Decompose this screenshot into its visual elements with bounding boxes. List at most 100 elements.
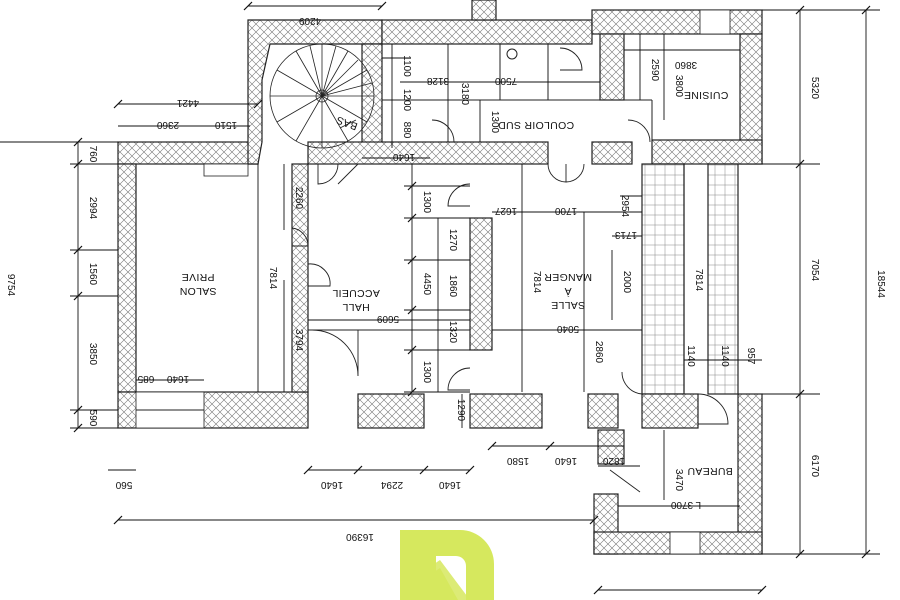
- dim-1290: 1290: [455, 399, 466, 422]
- dim-1320: 1320: [447, 321, 458, 344]
- dim-2260: 2260: [293, 187, 304, 210]
- wall-bureau-top: [597, 429, 625, 465]
- dim-4421: 4421: [176, 97, 199, 108]
- wall-salon-left: [117, 163, 137, 393]
- dim-4450: 4450: [421, 273, 432, 296]
- dim-4209: 4209: [298, 15, 321, 26]
- dim-560: 560: [115, 479, 132, 490]
- dim-1300b: 1300: [421, 191, 432, 214]
- dim-1580: 1580: [506, 455, 529, 466]
- room-label-hall-line2: ACCUEIL: [332, 287, 380, 299]
- window-bureau: [669, 531, 701, 555]
- dim-1270: 1270: [447, 229, 458, 252]
- room-label-couloir: COULOIR SUD: [498, 119, 574, 131]
- dim-3180: 3180: [459, 83, 470, 106]
- wall-kitchen-left: [599, 33, 625, 101]
- wall-salle-bottom: [587, 393, 619, 429]
- dim-2590: 2590: [649, 59, 660, 82]
- brand-logo-icon: [400, 530, 494, 600]
- dim-3800: 3800: [673, 75, 684, 98]
- dim-1640d: 1640: [320, 479, 343, 490]
- dim-6170: 6170: [809, 455, 820, 478]
- window-kitchen: [699, 9, 731, 35]
- wall-top-corridor: [381, 19, 593, 45]
- dim-7814c: 7814: [693, 269, 704, 292]
- dim-7814a: 7814: [267, 267, 278, 290]
- dim-1627: 1627: [494, 205, 517, 216]
- dim-760: 760: [87, 146, 98, 163]
- dim-1200: 1200: [401, 89, 412, 112]
- dim-2860: 2860: [593, 341, 604, 364]
- wall-salle-right: [641, 163, 685, 395]
- dim-16390: 16390: [346, 531, 374, 542]
- dim-9754: 9754: [5, 274, 16, 297]
- dim-7814b: 7814: [531, 271, 542, 294]
- dim-685: 685: [137, 373, 154, 384]
- doors: [291, 47, 729, 493]
- room-label-cuisine: CUISINE: [684, 89, 729, 101]
- dim-2954: 2954: [619, 195, 630, 218]
- dim-1560: 1560: [87, 263, 98, 286]
- dim-3470: 3470: [673, 469, 684, 492]
- dim-3850: 3850: [87, 343, 98, 366]
- dim-1820: 1820: [602, 455, 625, 466]
- wall-hall-bottom: [357, 393, 425, 429]
- dim-3128: 3128: [426, 75, 449, 86]
- dim-2360: 2360: [156, 119, 179, 130]
- dim-18544: 18544: [875, 270, 886, 298]
- walls: [117, 0, 763, 555]
- dimension-lines: [0, 5, 880, 591]
- room-label-salle-line3: MANGER: [544, 271, 592, 283]
- room-label-salon-line2: PRIVE: [181, 271, 214, 283]
- wall-couloir-bottom: [307, 141, 549, 165]
- room-label-salle-line1: SALLE: [551, 299, 585, 311]
- room-label-salon-line1: SALON: [179, 285, 216, 297]
- dim-1640c: 1640: [554, 455, 577, 466]
- room-label-hall-line1: HALL: [342, 301, 369, 313]
- dim-1140a: 1140: [685, 345, 696, 367]
- dim-3794: 3794: [293, 329, 304, 352]
- dim-1640e: 1640: [438, 479, 461, 490]
- wall-couloir-bottom-2: [591, 141, 633, 165]
- spiral-stair: [269, 43, 375, 149]
- wall-hall-bottom-2: [469, 393, 543, 429]
- dim-7500: 7500: [494, 75, 517, 86]
- wall-salon-right: [291, 163, 309, 393]
- room-label-salle-line2: À: [564, 285, 571, 298]
- dim-1140b: 1140: [719, 345, 730, 367]
- wall-salon-top: [117, 141, 259, 165]
- dim-1640b: 1640: [166, 373, 189, 384]
- dim-880: 880: [401, 122, 412, 139]
- dim-5040: 5040: [556, 323, 579, 334]
- dim-2000: 2000: [621, 271, 632, 294]
- wall-kitchen-bottom: [651, 139, 763, 165]
- dim-590: 590: [87, 410, 98, 427]
- dim-3860: 3860: [674, 59, 697, 70]
- dimension-ticks: [73, 1, 871, 595]
- dim-1640a: 1640: [392, 151, 415, 162]
- dim-1860: 1860: [447, 275, 458, 298]
- room-label-bureau: BUREAU: [687, 465, 733, 477]
- dim-1510: 1510: [214, 119, 237, 130]
- dim-1300a: 1300: [489, 111, 500, 134]
- dim-L3700: L 3700: [670, 499, 701, 510]
- dim-2294: 2294: [380, 479, 403, 490]
- wall-salle-bottom-2: [641, 393, 699, 429]
- dim-7054: 7054: [809, 259, 820, 282]
- dim-1713: 1713: [614, 229, 637, 240]
- room-labels: SALON PRIVE HALL ACCUEIL SALLE À MANGER …: [179, 89, 732, 477]
- wall-kitchen-top: [591, 9, 763, 35]
- window-salon-top: [203, 163, 249, 177]
- dim-2994: 2994: [87, 197, 98, 220]
- wall-north-stub: [471, 0, 497, 21]
- dim-5320: 5320: [809, 77, 820, 100]
- dim-957: 957: [745, 348, 756, 365]
- dim-1100: 1100: [401, 55, 412, 77]
- stair-label-bas: BAS: [335, 113, 360, 132]
- dim-1300c: 1300: [421, 361, 432, 384]
- dimension-labels: 4209 3128 7500 3860 4421 2360 1510 1640 …: [5, 15, 886, 600]
- wall-east-upper: [707, 163, 739, 395]
- dim-1700: 1700: [554, 205, 577, 216]
- dim-5609: 5609: [376, 313, 399, 324]
